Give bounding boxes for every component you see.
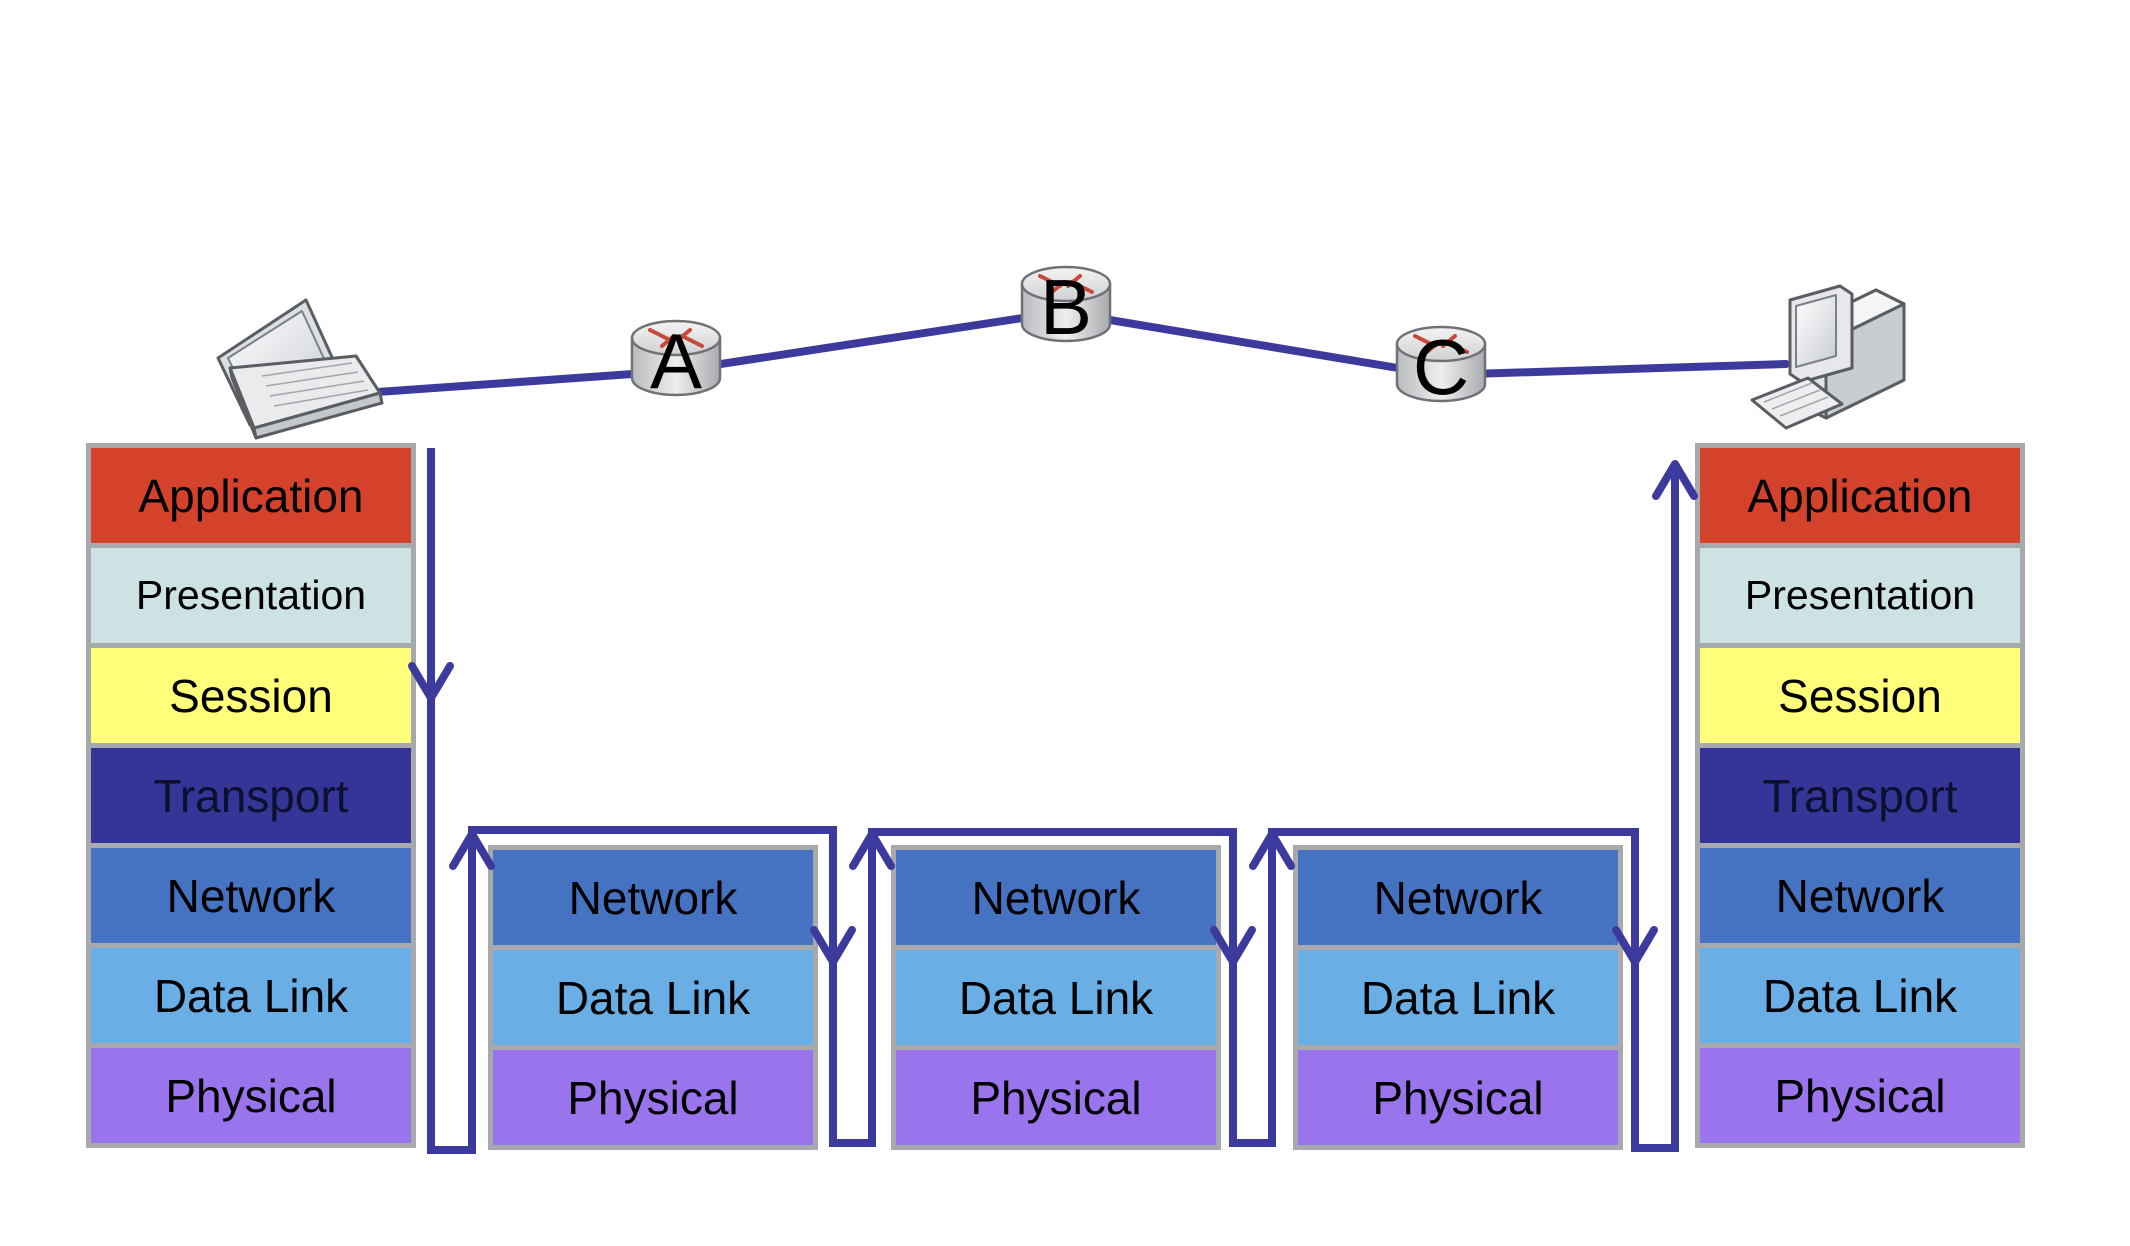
laptop-icon — [216, 298, 384, 440]
destination-physical-layer: Physical — [1700, 1048, 2020, 1143]
router-b-physical-layer: Physical — [896, 1050, 1216, 1145]
router-b-icon: B — [1020, 263, 1112, 351]
router-c-physical-layer: Physical — [1298, 1050, 1618, 1145]
source-network-layer: Network — [91, 848, 411, 948]
destination-transport-layer: Transport — [1700, 748, 2020, 848]
network-link-line — [374, 308, 1790, 396]
router-a-data-link-layer: Data Link — [493, 950, 813, 1050]
arrow-up-router-c-icon — [1249, 830, 1295, 870]
source-application-layer: Application — [91, 448, 411, 548]
arrow-up-router-b-icon — [849, 830, 895, 870]
router-a-icon: A — [630, 317, 722, 405]
destination-data-link-layer: Data Link — [1700, 948, 2020, 1048]
source-presentation-layer: Presentation — [91, 548, 411, 648]
arrow-up-router-a-icon — [449, 830, 495, 870]
router-c-data-link-layer: Data Link — [1298, 950, 1618, 1050]
router-c-stack: Network Data Link Physical — [1293, 845, 1623, 1150]
arrow-up-destination-icon — [1652, 460, 1698, 500]
router-a-stack: Network Data Link Physical — [488, 845, 818, 1150]
router-b-stack: Network Data Link Physical — [891, 845, 1221, 1150]
router-b-network-layer: Network — [896, 850, 1216, 950]
desktop-computer-icon — [1750, 284, 1906, 430]
router-c-network-layer: Network — [1298, 850, 1618, 950]
router-a-physical-layer: Physical — [493, 1050, 813, 1145]
router-b-data-link-layer: Data Link — [896, 950, 1216, 1050]
arrow-down-router-a-icon — [810, 926, 856, 966]
router-a-network-layer: Network — [493, 850, 813, 950]
source-transport-layer: Transport — [91, 748, 411, 848]
destination-osi-stack: Application Presentation Session Transpo… — [1695, 443, 2025, 1148]
arrow-down-source-icon — [408, 662, 454, 702]
router-c-icon: C — [1395, 323, 1487, 411]
router-a-label: A — [650, 317, 702, 405]
router-b-label: B — [1040, 263, 1092, 351]
source-physical-layer: Physical — [91, 1048, 411, 1143]
source-session-layer: Session — [91, 648, 411, 748]
source-osi-stack: Application Presentation Session Transpo… — [86, 443, 416, 1148]
destination-presentation-layer: Presentation — [1700, 548, 2020, 648]
router-c-label: C — [1413, 323, 1469, 411]
destination-application-layer: Application — [1700, 448, 2020, 548]
destination-network-layer: Network — [1700, 848, 2020, 948]
destination-session-layer: Session — [1700, 648, 2020, 748]
source-data-link-layer: Data Link — [91, 948, 411, 1048]
